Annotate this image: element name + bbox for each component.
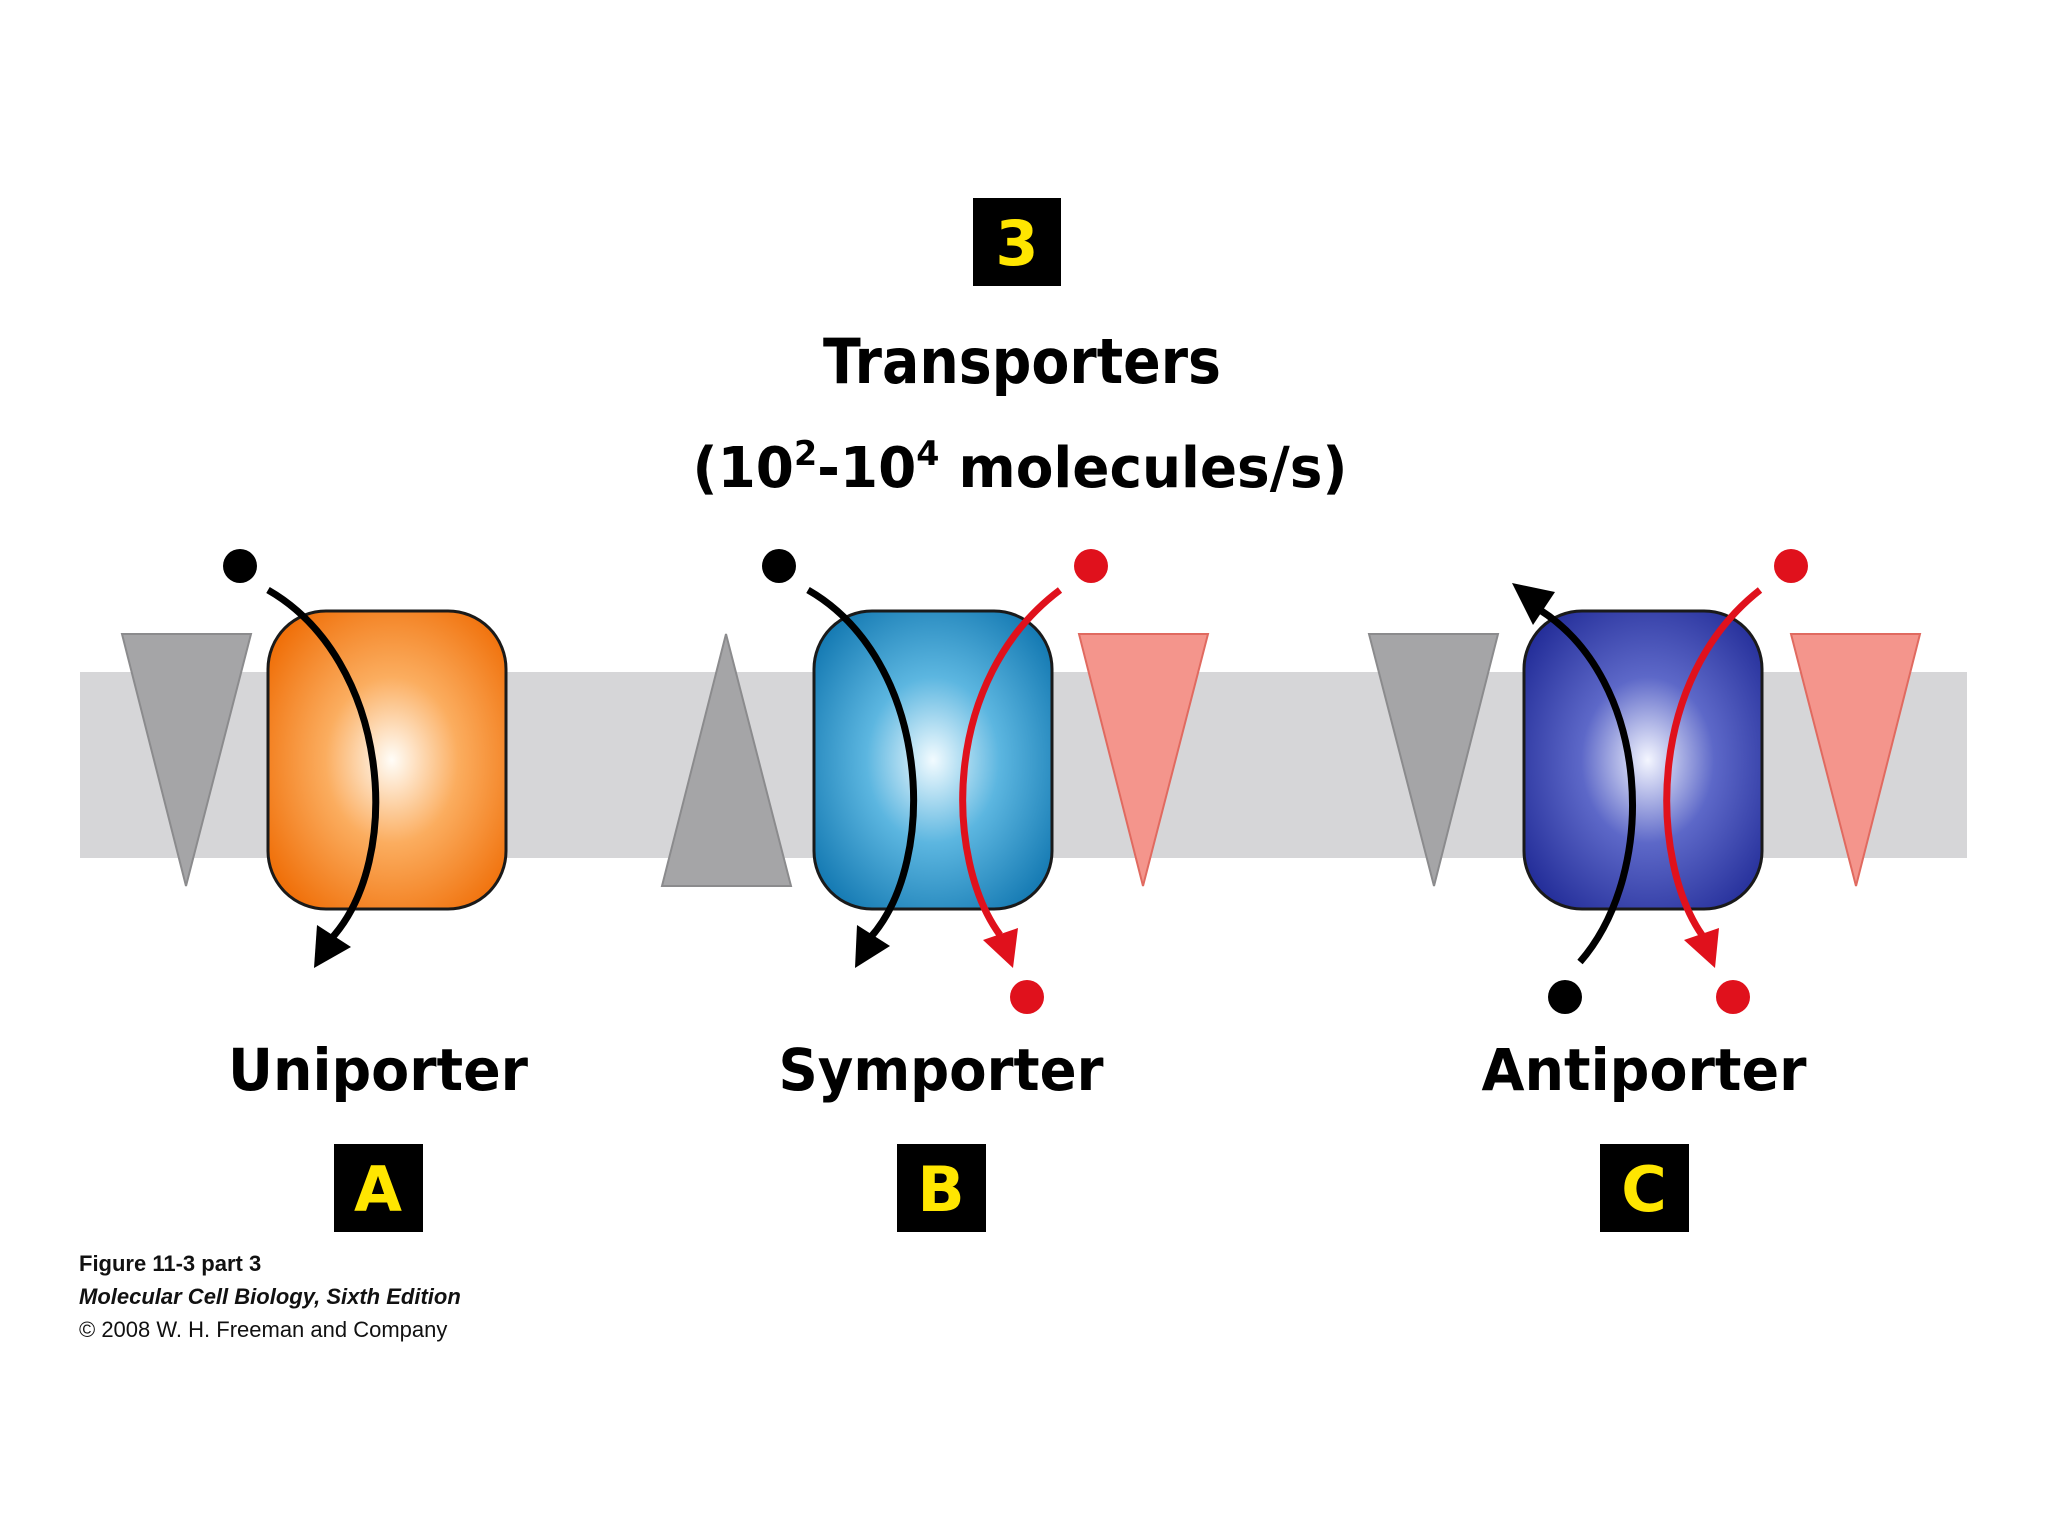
subtitle-open: (10 xyxy=(693,436,794,501)
antiporter-label: Antiporter xyxy=(1482,1036,1807,1104)
antiporter-badge-letter: C xyxy=(1621,1153,1667,1226)
subtitle-mid: -10 xyxy=(817,436,916,501)
figure-title: Transporters xyxy=(823,325,1221,398)
symporter-protein xyxy=(812,609,1054,911)
subtitle-exp2: 4 xyxy=(916,434,939,474)
subtitle-close: molecules/s) xyxy=(939,436,1347,501)
uniporter-protein xyxy=(266,609,508,911)
uniporter-molecule-top xyxy=(223,549,257,583)
antiporter-black-molecule-bottom xyxy=(1548,980,1582,1014)
subtitle-exp1: 2 xyxy=(794,434,817,474)
symporter-badge-letter: B xyxy=(917,1153,964,1226)
antiporter-black-arrowhead xyxy=(1512,583,1555,625)
uniporter-badge-letter: A xyxy=(354,1153,402,1226)
antiporter-red-molecule-bottom xyxy=(1716,980,1750,1014)
symporter-red-molecule-top xyxy=(1074,549,1108,583)
uniporter-group: Uniporter A xyxy=(120,549,528,1232)
symporter-black-arrowhead xyxy=(855,925,890,968)
uniporter-arrowhead xyxy=(314,925,351,968)
symporter-badge xyxy=(897,1144,986,1232)
antiporter-red-molecule-top xyxy=(1774,549,1808,583)
uniporter-label: Uniporter xyxy=(228,1036,528,1104)
symporter-red-arrowhead xyxy=(983,928,1018,968)
figure-number-text: 3 xyxy=(995,207,1038,280)
uniporter-gradient-triangle xyxy=(120,633,253,887)
antiporter-red-triangle xyxy=(1789,633,1922,887)
antiporter-group: Antiporter C xyxy=(1367,549,1922,1232)
caption-copyright: © 2008 W. H. Freeman and Company xyxy=(79,1317,448,1342)
antiporter-protein xyxy=(1522,609,1764,911)
symporter-red-molecule-bottom xyxy=(1010,980,1044,1014)
symporter-label: Symporter xyxy=(779,1036,1104,1104)
figure-number-badge xyxy=(973,198,1061,286)
symporter-black-arrow xyxy=(806,586,918,941)
uniporter-badge xyxy=(334,1144,423,1232)
antiporter-red-arrowhead xyxy=(1684,928,1719,968)
antiporter-red-arrow xyxy=(1663,587,1763,937)
figure-caption: Figure 11-3 part 3 Molecular Cell Biolog… xyxy=(79,1247,461,1346)
antiporter-gray-triangle xyxy=(1367,633,1500,887)
antiporter-black-arrow xyxy=(1538,607,1636,965)
symporter-red-triangle xyxy=(1077,633,1210,887)
caption-figure-number: Figure 11-3 part 3 xyxy=(79,1251,262,1276)
symporter-black-molecule-top xyxy=(762,549,796,583)
caption-book-title: Molecular Cell Biology, Sixth Edition xyxy=(79,1284,461,1309)
uniporter-arrow xyxy=(266,586,380,943)
symporter-red-arrow xyxy=(959,587,1063,938)
antiporter-badge xyxy=(1600,1144,1689,1232)
figure-subtitle: (102-104 molecules/s) xyxy=(693,434,1348,501)
symporter-gray-triangle xyxy=(660,633,793,887)
symporter-group: Symporter B xyxy=(660,549,1210,1232)
